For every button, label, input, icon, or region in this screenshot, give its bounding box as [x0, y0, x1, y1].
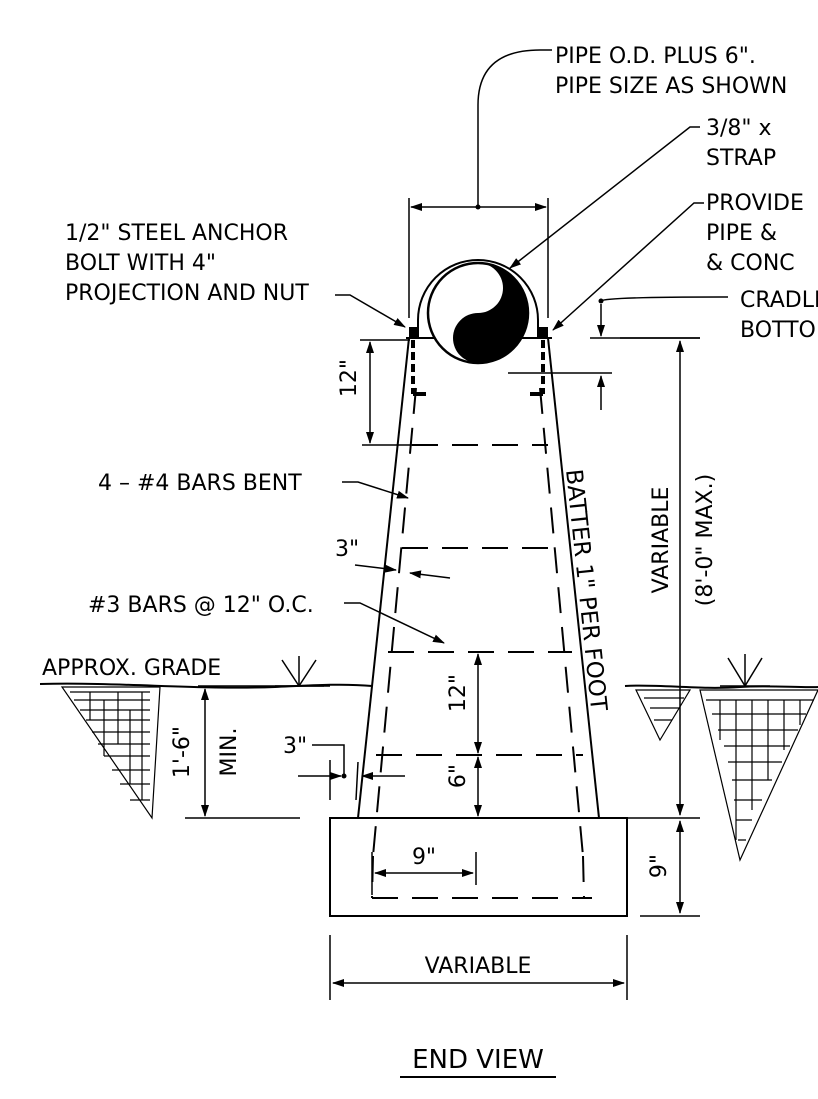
edge-3-label: 3" [283, 734, 307, 759]
height-max-label: (8'-0" MAX.) [693, 474, 718, 606]
anchor-leader [335, 294, 406, 328]
edge-3-dimension [298, 744, 405, 801]
provide-note-line1: PROVIDE [706, 191, 804, 216]
cradle-note-line1: CRADLE [740, 288, 818, 313]
footing-9-horizontal-label: 9" [412, 845, 436, 870]
horizontal-bars [372, 444, 592, 899]
top-12-label: 12" [337, 359, 362, 397]
depth-label: 1'-6" [170, 726, 195, 778]
provide-note-line2: PIPE & [706, 221, 777, 246]
pipe-od-dimension [408, 49, 552, 318]
anchor-note-line3: PROJECTION AND NUT [65, 281, 309, 306]
pipe-od-note-line2: PIPE SIZE AS SHOWN [555, 74, 787, 99]
footing [329, 817, 628, 917]
pier-outline [357, 337, 600, 819]
width-variable-label: VARIABLE [425, 954, 532, 979]
footing-9-vertical-label: 9" [647, 854, 672, 878]
bars-bent-leader [342, 481, 409, 499]
anchor-bolts [409, 327, 548, 396]
pipe-symbol [426, 261, 530, 365]
grade-symbol-right [720, 654, 770, 687]
provide-leader [552, 202, 704, 331]
strap-leader [509, 126, 700, 269]
strap-note-line1: 3/8" x [706, 116, 772, 141]
bars-oc-leader [344, 602, 445, 644]
pipe-od-note-line1: PIPE O.D. PLUS 6". [555, 44, 756, 69]
top-12-dimension [360, 339, 413, 446]
height-dimension [620, 337, 700, 917]
grade-symbol-left [275, 656, 324, 687]
anchor-note-line1: 1/2" STEEL ANCHOR [65, 221, 288, 246]
bent-bars [371, 387, 585, 899]
bottom-6-label: 6" [446, 764, 471, 788]
footing-9-horizontal-dimension [371, 852, 477, 895]
strap-note-line2: STRAP [706, 146, 776, 171]
earth-hatch-left [60, 686, 161, 820]
anchor-note-line2: BOLT WITH 4" [65, 251, 216, 276]
view-title: END VIEW [412, 1045, 544, 1075]
mid-12-label: 12" [446, 674, 471, 712]
bar-3-dimension [354, 564, 451, 579]
bars-oc-note: #3 BARS @ 12" O.C. [88, 593, 314, 618]
grade-line-left [39, 682, 373, 689]
grade-note: APPROX. GRADE [42, 656, 221, 681]
depth-dimension [185, 685, 330, 819]
grade-line-right [624, 684, 818, 689]
batter-note: BATTER 1" PER FOOT [560, 468, 611, 713]
bar-3-label: 3" [335, 537, 359, 562]
bars-bent-note: 4 – #4 BARS BENT [98, 471, 302, 496]
cradle-note-line2: BOTTOM [740, 318, 818, 343]
depth-min-label: MIN. [217, 728, 242, 777]
height-variable-label: VARIABLE [649, 487, 674, 594]
earth-hatch-right [635, 689, 818, 862]
width-dimension [329, 935, 628, 1000]
provide-note-line3: & CONC [706, 251, 795, 276]
